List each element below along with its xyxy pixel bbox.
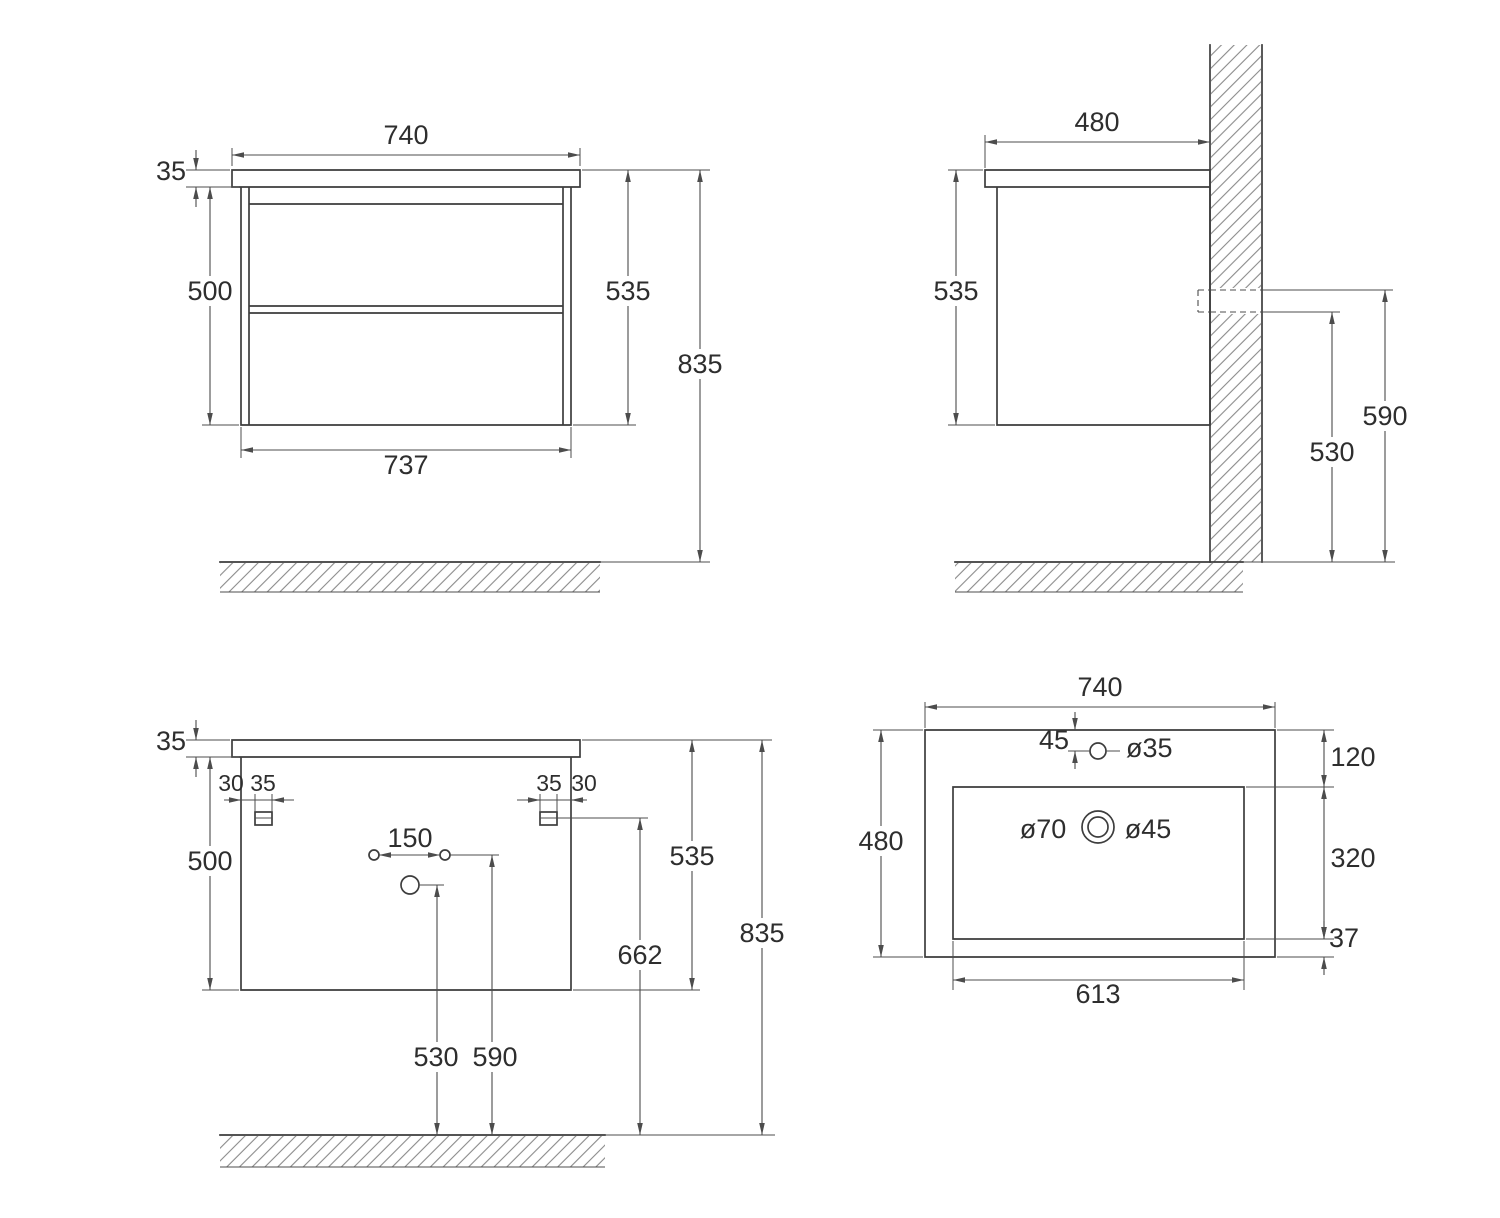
dim-drain-inner-label: ø45 xyxy=(1125,814,1172,844)
dim-label-mask xyxy=(663,841,721,871)
dim-back-top-thickness-label: 35 xyxy=(156,726,186,756)
front-view: 740 35 500 535 835 737 xyxy=(156,120,729,593)
side-view: 480 535 590 530 xyxy=(927,44,1414,593)
faucet-hole xyxy=(1089,742,1107,760)
floor-hatch xyxy=(220,1136,605,1167)
dim-drain-outer-label: ø70 xyxy=(1020,814,1067,844)
back-view: 35 30 35 35 30 150 500 535 662 835 530 5… xyxy=(156,720,791,1168)
dim-label-mask xyxy=(852,826,910,856)
dim-front-top-thickness-label: 35 xyxy=(156,156,186,186)
dim-drain-height-label: 530 xyxy=(413,1042,458,1072)
dim-holes-height-label: 590 xyxy=(472,1042,517,1072)
floor-hatch xyxy=(955,563,1243,592)
dim-side-lower-rail-label: 530 xyxy=(1309,437,1354,467)
dim-back-body-height-label: 500 xyxy=(187,846,232,876)
dim-front-body-width-label: 737 xyxy=(383,450,428,480)
dim-side-upper-rail-label: 590 xyxy=(1362,401,1407,431)
dim-basin-top-inset-label: 120 xyxy=(1330,742,1375,772)
hanging-rail-hidden-lines xyxy=(1197,289,1262,313)
dim-back-floor-height-label: 835 xyxy=(739,918,784,948)
side-extension-lines xyxy=(948,135,1395,563)
fixing-hole-left xyxy=(368,849,380,861)
dim-basin-depth-label: 320 xyxy=(1330,843,1375,873)
dim-basin-width-label: 613 xyxy=(1075,979,1120,1009)
dim-label-mask xyxy=(181,846,239,876)
dim-label-mask xyxy=(181,276,239,306)
dim-left-bracket-width-label: 35 xyxy=(250,770,276,796)
fixing-hole-right xyxy=(439,849,451,861)
dim-side-total-height-label: 535 xyxy=(933,276,978,306)
basin-outline xyxy=(924,729,1276,958)
wall-rail-cutout xyxy=(1211,288,1261,314)
top-extension-lines xyxy=(873,702,1334,990)
dim-faucet-hole-label: ø35 xyxy=(1126,733,1173,763)
dim-top-width-label: 740 xyxy=(1077,672,1122,702)
back-cabinet-outline xyxy=(219,739,606,1136)
dim-right-edge-offset-label: 30 xyxy=(571,770,597,796)
dim-side-depth-label: 480 xyxy=(1074,107,1119,137)
dim-left-edge-offset-label: 30 xyxy=(218,770,244,796)
dim-label-mask xyxy=(927,276,985,306)
drain-opening xyxy=(400,875,420,895)
dim-label-mask xyxy=(1356,401,1414,431)
dim-front-width-label: 740 xyxy=(383,120,428,150)
dim-label-mask xyxy=(611,940,669,970)
dim-bracket-height-label: 662 xyxy=(617,940,662,970)
side-cabinet-outline xyxy=(954,169,1244,563)
dim-label-mask xyxy=(1303,437,1361,467)
dim-label-mask xyxy=(467,1042,523,1072)
floor-hatch xyxy=(220,563,600,592)
dim-bottom-inset-label: 37 xyxy=(1329,923,1359,953)
front-cabinet-outline xyxy=(219,169,601,563)
back-extension-lines xyxy=(186,739,775,1136)
dim-hole-spacing-label: 150 xyxy=(387,823,432,853)
dim-right-bracket-width-label: 35 xyxy=(536,770,562,796)
dim-label-mask xyxy=(733,918,791,948)
dim-back-total-height-label: 535 xyxy=(669,841,714,871)
drain-hole-inner xyxy=(1087,816,1109,838)
dim-label-mask xyxy=(599,276,657,306)
dim-front-total-height-label: 535 xyxy=(605,276,650,306)
dim-front-floor-height-label: 835 xyxy=(677,349,722,379)
dim-label-mask xyxy=(671,349,729,379)
dim-top-depth-label: 480 xyxy=(858,826,903,856)
front-extension-lines xyxy=(186,148,710,563)
dim-front-body-height-label: 500 xyxy=(187,276,232,306)
top-view: 740 480 45 ø35 120 ø70 ø45 320 37 613 xyxy=(852,672,1376,1009)
drain-hole-outer xyxy=(1081,810,1115,844)
dim-label-mask xyxy=(408,1042,464,1072)
dim-faucet-offset-label: 45 xyxy=(1039,725,1069,755)
